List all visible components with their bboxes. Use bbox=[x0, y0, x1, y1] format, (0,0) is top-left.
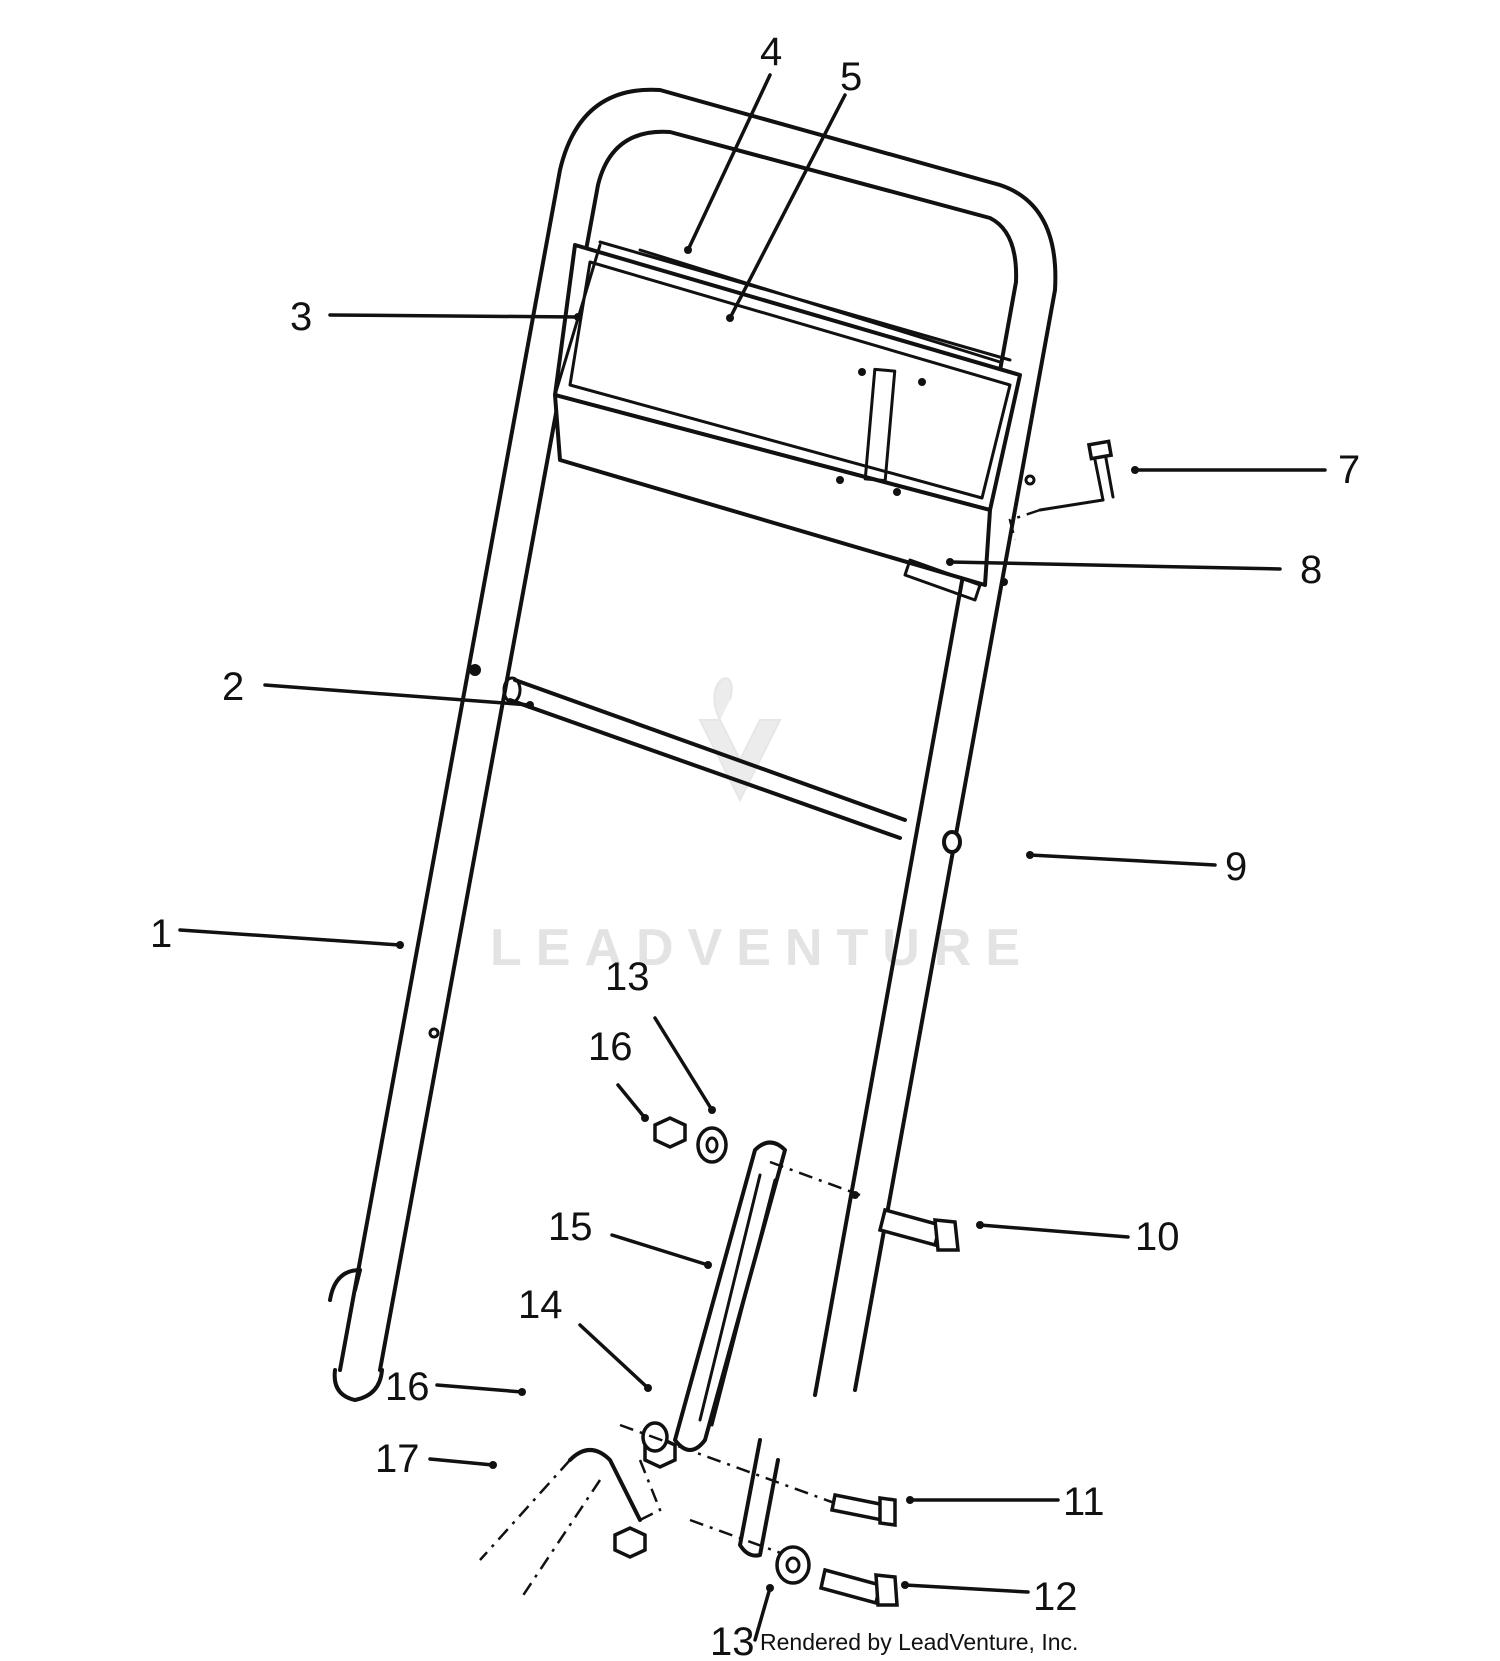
callout-15: 15 bbox=[548, 1205, 593, 1249]
callout-16-upper: 16 bbox=[588, 1025, 633, 1069]
callout-13-lower: 13 bbox=[710, 1620, 755, 1661]
callout-5: 5 bbox=[840, 55, 862, 99]
nut-17 bbox=[613, 1526, 647, 1559]
callout-4: 4 bbox=[760, 30, 782, 74]
callout-16-lower: 16 bbox=[385, 1365, 430, 1409]
callouts: 1 2 3 4 5 7 8 9 10 11 12 13 13 14 15 16 … bbox=[150, 30, 1360, 1661]
callout-8: 8 bbox=[1300, 548, 1322, 592]
credit-text: Rendered by LeadVenture, Inc. bbox=[760, 1629, 1078, 1655]
callout-17: 17 bbox=[375, 1437, 420, 1481]
nut-16-upper bbox=[653, 1116, 687, 1149]
washer-13-lower bbox=[775, 1545, 811, 1585]
callout-11: 11 bbox=[1063, 1480, 1105, 1524]
lower-hardware bbox=[479, 1116, 960, 1607]
handle-frame bbox=[328, 87, 1058, 1402]
bolt-12 bbox=[818, 1567, 883, 1606]
callout-14: 14 bbox=[518, 1283, 563, 1327]
leader-lines bbox=[178, 73, 1327, 1642]
callout-10: 10 bbox=[1135, 1215, 1180, 1259]
bolt-11 bbox=[829, 1492, 888, 1523]
bolt-10 bbox=[877, 1207, 943, 1248]
callout-3: 3 bbox=[290, 295, 312, 339]
callout-9: 9 bbox=[1225, 845, 1247, 889]
callout-12: 12 bbox=[1033, 1575, 1078, 1619]
callout-2: 2 bbox=[222, 665, 244, 709]
bolt-7 bbox=[1008, 439, 1115, 541]
watermark-text: LEADVENTURE bbox=[490, 919, 1034, 977]
callout-7: 7 bbox=[1338, 448, 1360, 492]
tray-box bbox=[553, 240, 1022, 602]
callout-1: 1 bbox=[150, 912, 172, 956]
washer-13-upper bbox=[696, 1126, 728, 1164]
callout-13-upper: 13 bbox=[605, 955, 650, 999]
